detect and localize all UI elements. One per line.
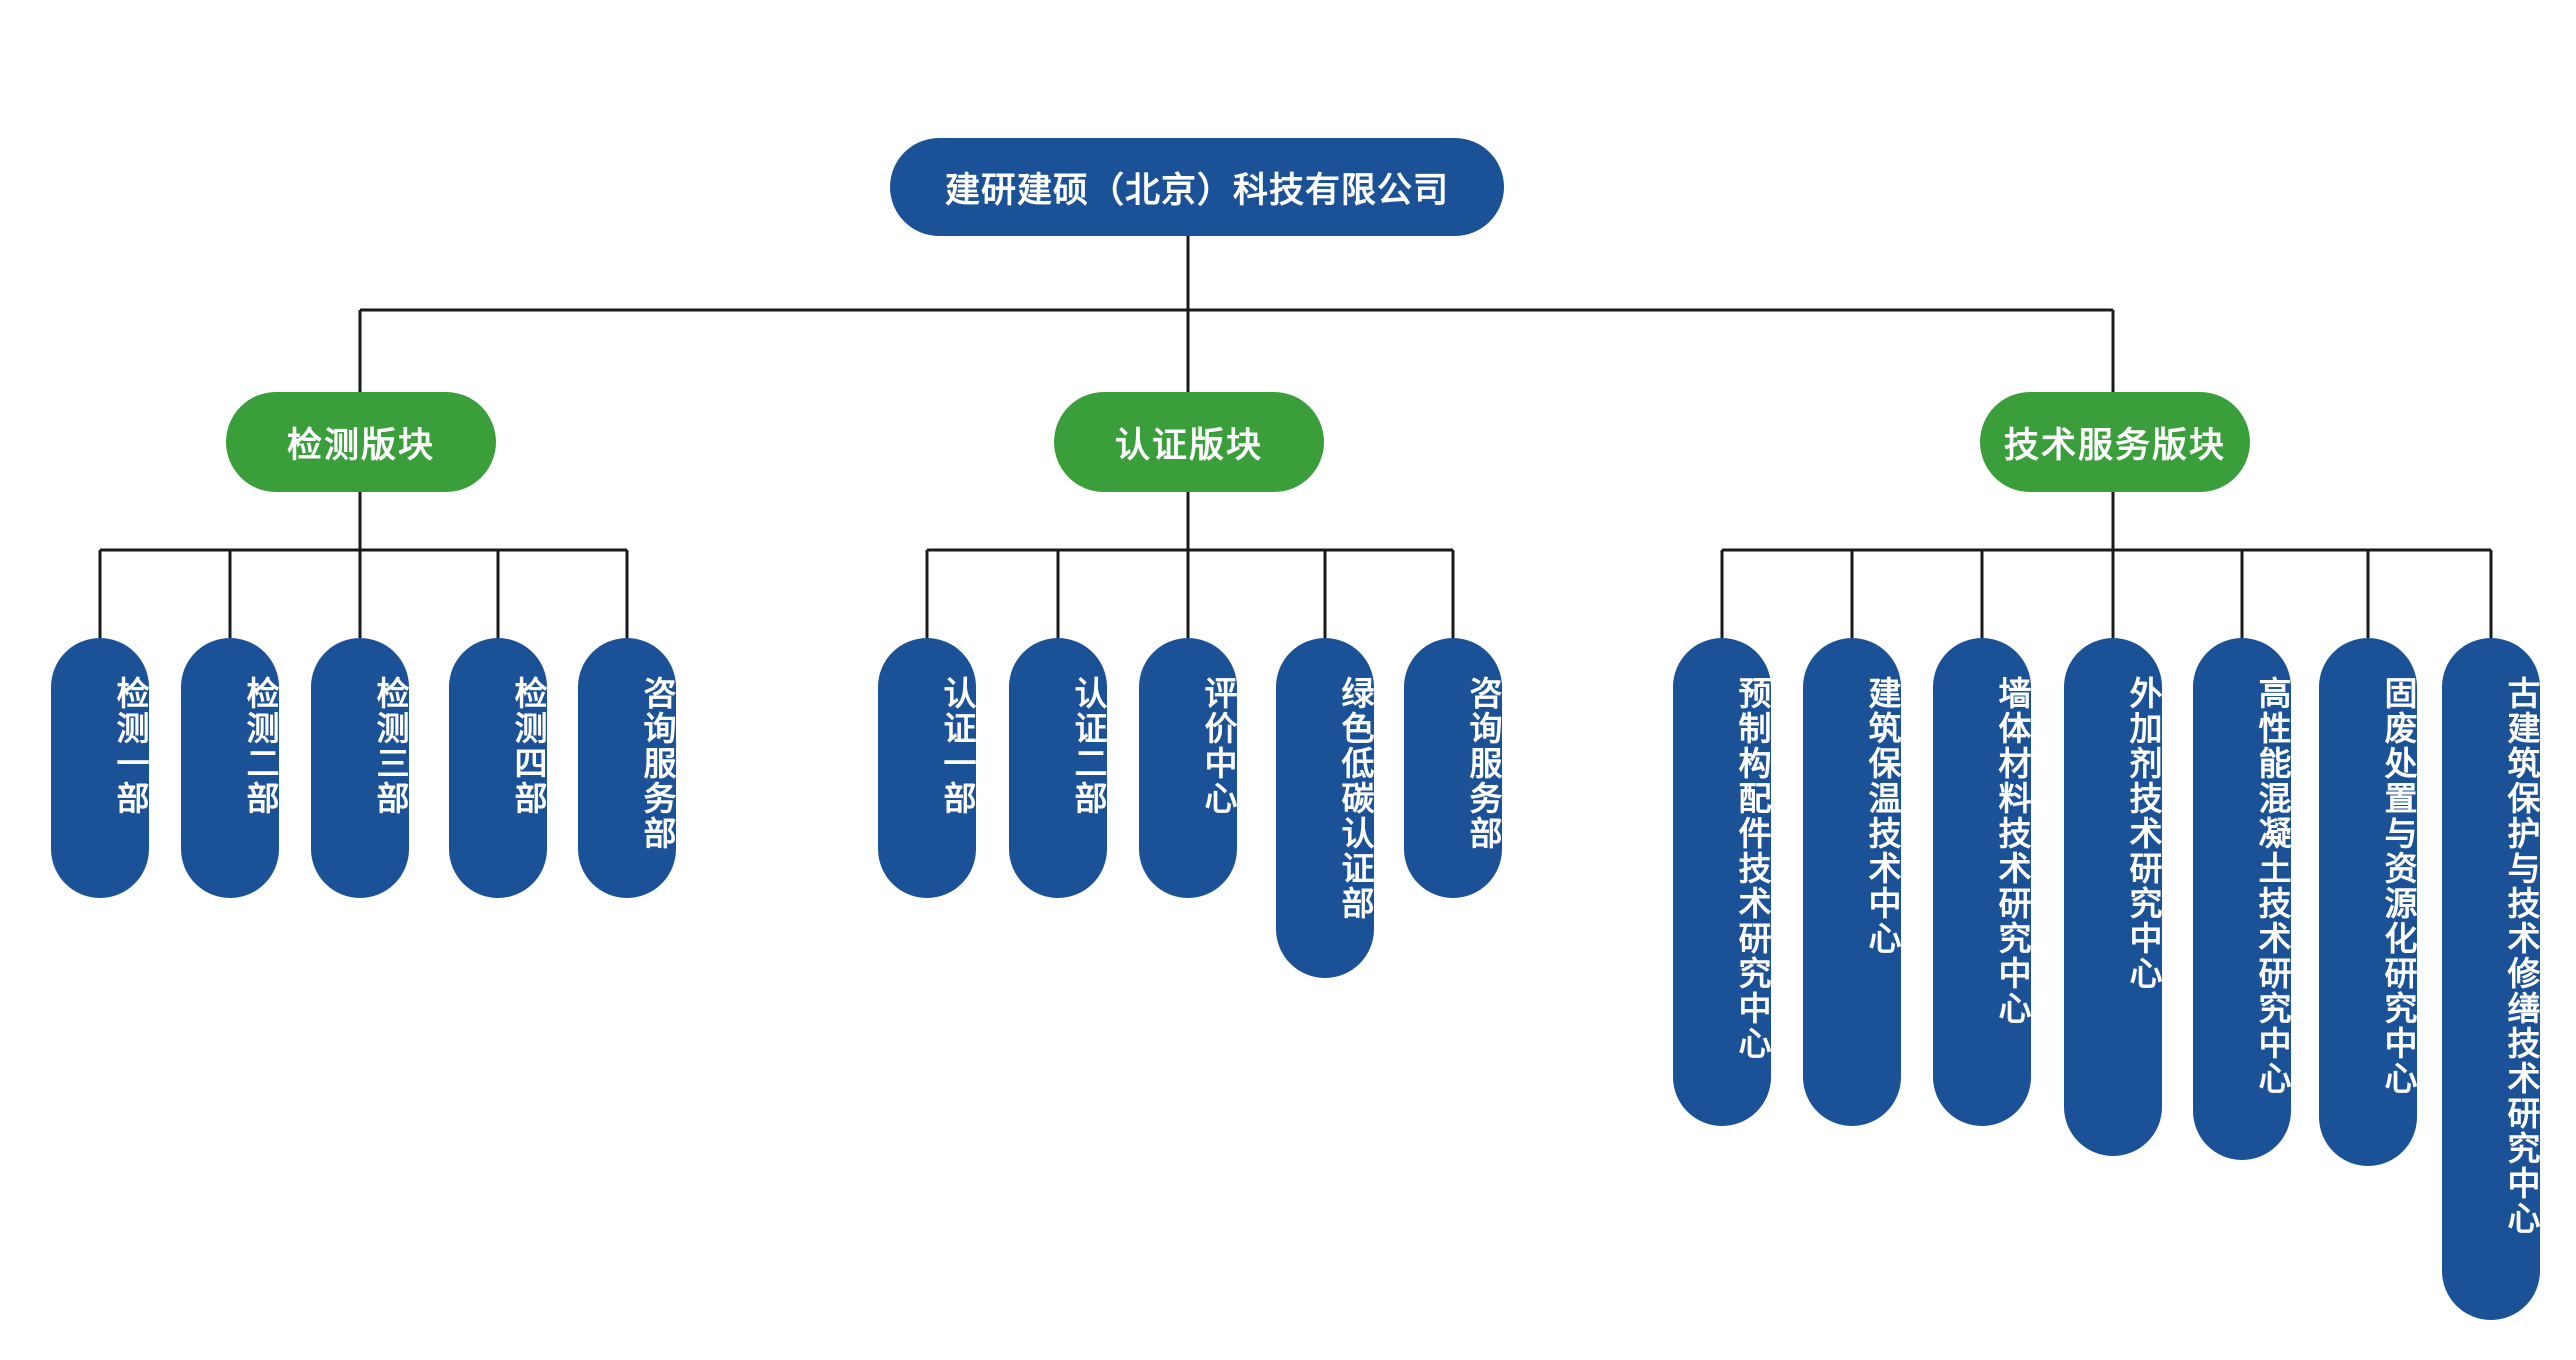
department-cert-consulting: 咨询服务部 [1404,638,1503,898]
root-label: 建研建硕（北京）科技有限公司 [944,170,1449,211]
department-cert-2: 认证二部 [1009,638,1108,898]
block-testing: 检测版块 [226,392,496,492]
block-label: 认证版块 [1114,425,1263,466]
department-testing-consulting: 咨询服务部 [578,638,677,898]
department-cert-1: 认证一部 [878,638,977,898]
block-label: 检测版块 [286,425,435,466]
department-ancient-architecture-center: 古建筑保护与技术修缮技术研究中心 [2442,638,2541,1320]
root-node: 建研建硕（北京）科技有限公司 [890,138,1504,236]
block-certification: 认证版块 [1054,392,1324,492]
department-precast-center: 预制构配件技术研究中心 [1673,638,1772,1126]
block-label: 技术服务版块 [2003,425,2226,466]
department-green-low-carbon: 绿色低碳认证部 [1276,638,1375,978]
department-testing-4: 检测四部 [449,638,548,898]
department-evaluation-center: 评价中心 [1139,638,1238,898]
department-testing-2: 检测二部 [181,638,280,898]
department-testing-1: 检测一部 [51,638,150,898]
department-insulation-center: 建筑保温技术中心 [1803,638,1902,1126]
department-hp-concrete-center: 高性能混凝土技术研究中心 [2193,638,2292,1160]
block-technical-service: 技术服务版块 [1980,392,2250,492]
department-testing-3: 检测三部 [311,638,410,898]
department-admixture-center: 外加剂技术研究中心 [2064,638,2163,1156]
department-wall-materials-center: 墙体材料技术研究中心 [1933,638,2032,1126]
department-solid-waste-center: 固废处置与资源化研究中心 [2319,638,2418,1166]
